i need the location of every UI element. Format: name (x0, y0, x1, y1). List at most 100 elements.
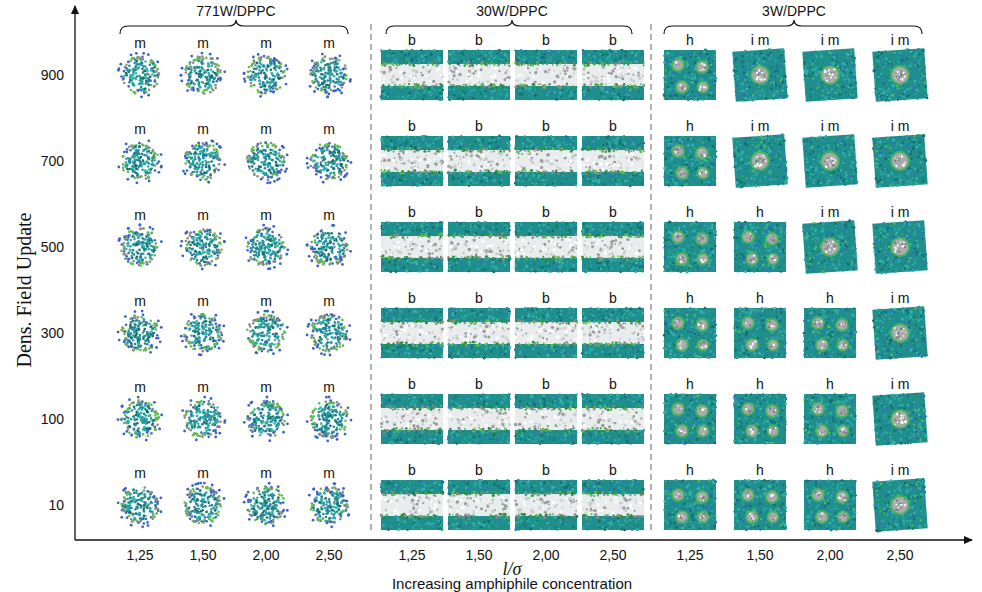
snapshot-part (599, 60, 601, 62)
snapshot-part (623, 96, 626, 99)
snapshot-part (432, 51, 434, 53)
snapshot-part (494, 62, 496, 64)
snapshot-part (250, 82, 253, 85)
snapshot-part (254, 75, 257, 78)
snapshot-part (623, 83, 625, 85)
snapshot-part (280, 66, 283, 69)
snapshot-part (473, 53, 475, 55)
snapshot-part (408, 95, 410, 97)
snapshot-part (594, 80, 597, 83)
snapshot-part (270, 68, 273, 71)
snapshot-part (199, 76, 202, 79)
snapshot-part (635, 60, 638, 63)
snapshot-part (267, 57, 270, 60)
snapshot-part (514, 50, 516, 52)
snapshot-part (452, 51, 454, 53)
snapshot-part (627, 60, 629, 62)
snapshot-part (322, 85, 325, 88)
bilayer-snapshot (380, 49, 444, 101)
snapshot-part (625, 93, 627, 95)
snapshot-part (547, 49, 550, 52)
micelle-snapshot (117, 52, 160, 98)
snapshot-part (328, 71, 331, 74)
snapshot-part (640, 98, 642, 100)
snapshot-part (450, 98, 452, 100)
snapshot-part (454, 67, 457, 70)
snapshot-part (342, 68, 345, 71)
snapshot-part (478, 66, 481, 69)
snapshot-part (147, 80, 150, 83)
snapshot-part (214, 87, 217, 90)
snapshot-part (607, 66, 610, 69)
snapshot-part (405, 89, 407, 91)
snapshot-part (572, 54, 575, 57)
snapshot-part (322, 57, 325, 60)
snapshot-part (542, 81, 546, 85)
snapshot-part (483, 92, 485, 94)
snapshot-part (642, 67, 645, 70)
snapshot-part (433, 96, 435, 98)
snapshot-part (595, 90, 598, 93)
snapshot-part (440, 95, 443, 98)
snapshot-part (395, 96, 397, 98)
snapshot-part (217, 68, 220, 71)
snapshot-part (529, 98, 532, 101)
snapshot-part (482, 81, 484, 83)
snapshot-part (248, 66, 251, 69)
snapshot-part (408, 92, 411, 95)
snapshot-part (438, 59, 440, 61)
snapshot-part (610, 53, 612, 55)
snapshot-part (498, 49, 501, 52)
snapshot-part (422, 86, 425, 89)
snapshot-part (147, 53, 150, 56)
snapshot-part (450, 86, 452, 88)
snapshot-part (558, 85, 560, 87)
snapshot-part (605, 53, 608, 56)
snapshot-part (602, 65, 605, 68)
snapshot-part (403, 50, 405, 52)
snapshot-part (426, 60, 429, 63)
snapshot-part (539, 61, 541, 63)
snapshot-part (323, 76, 326, 79)
snapshot-part (145, 80, 148, 83)
snapshot-part (349, 78, 352, 81)
snapshot-part (129, 79, 132, 82)
snapshot-part (517, 56, 520, 59)
snapshot-part (496, 72, 498, 74)
snapshot-part (426, 57, 428, 59)
snapshot-part (520, 64, 522, 66)
snapshot-part (262, 81, 265, 84)
snapshot-part (470, 94, 473, 97)
snapshot-part (473, 89, 475, 91)
snapshot-part (129, 76, 132, 79)
snapshot-part (254, 64, 257, 67)
snapshot-part (575, 56, 577, 58)
snapshot-part (314, 73, 317, 76)
snapshot-part (490, 97, 493, 100)
snapshot-part (260, 63, 263, 66)
snapshot-part (501, 96, 504, 99)
snapshot-part (594, 63, 596, 65)
snapshot-part (610, 59, 613, 62)
snapshot-part (144, 60, 147, 63)
snapshot-part (270, 72, 273, 75)
snapshot-part (421, 74, 424, 77)
snapshot-part (434, 66, 436, 68)
snapshot-part (624, 73, 626, 75)
snapshot-part (391, 90, 393, 92)
snapshot-part (573, 86, 575, 88)
snapshot-part (598, 98, 600, 100)
snapshot-part (624, 91, 625, 92)
snapshot-part (523, 59, 526, 62)
snapshot-part (385, 93, 387, 95)
snapshot-part (642, 75, 644, 77)
snapshot-part (435, 96, 438, 99)
snapshot-part (638, 96, 640, 98)
snapshot-part (521, 58, 523, 60)
snapshot-part (467, 73, 470, 76)
snapshot-part (525, 50, 527, 52)
snapshot-part (266, 69, 269, 72)
snapshot-part (540, 67, 542, 69)
snapshot-part (135, 78, 138, 81)
